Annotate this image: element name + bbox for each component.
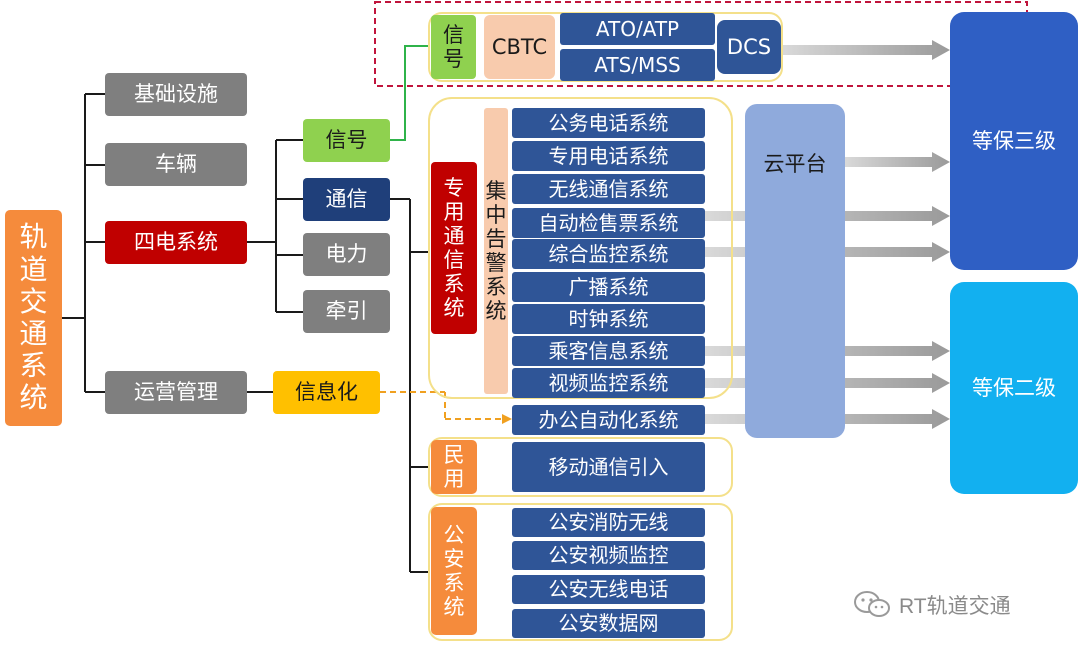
police-label-chars: 公安系统 [444,523,465,620]
police-label-char: 系 [443,571,465,595]
police-label-char: 安 [443,546,465,571]
dedicated-system-item: 无线通信系统 [512,174,705,204]
signal-label-char: 信 [443,22,464,47]
civil-label: 民用 [431,440,477,494]
dedicated-system-item: 综合监控系统 [512,239,705,269]
branch-infrastructure: 基础设施 [105,73,247,116]
police-label-char: 统 [443,595,465,620]
node-signal: 信号 [303,119,390,162]
security-level-3: 等保三级 [950,12,1078,270]
info-dashed-arrowhead [502,414,512,424]
central-alarm-label-char: 统 [485,299,507,324]
dedicated-comm-group [428,97,733,399]
police-label-char: 公 [443,522,465,547]
node-power: 电力 [303,233,390,276]
node-communication: 通信 [303,178,390,221]
wechat-icon [854,591,890,617]
node-traction: 牵引 [303,290,390,333]
dedicated-comm-label-char: 专 [443,175,465,200]
office-automation-system: 办公自动化系统 [512,405,705,435]
dedicated-comm-label-char: 系 [443,272,465,297]
central-alarm-label-char: 系 [485,275,507,300]
node-informatization: 信息化 [273,371,380,414]
dedicated-comm-label-char: 信 [443,248,465,272]
root-rail-transit-system: 轨道交通系统 [5,210,62,426]
dedicated-comm-label: 专用通信系统 [431,162,477,334]
dedicated-system-item: 广播系统 [512,272,705,302]
root-label-char: 系 [19,349,48,383]
ato-atp-box: ATO/ATP [560,13,715,45]
dedicated-comm-label-chars: 专用通信系统 [444,176,465,321]
watermark-text: RT轨道交通 [899,595,1011,618]
dcs-box: DCS [717,20,781,74]
dedicated-system-item: 乘客信息系统 [512,336,705,366]
root-label-char: 交 [19,284,48,318]
arrow-cloud-level3 [845,152,950,172]
root-tree-lines [62,93,430,573]
cbtc-box: CBTC [484,15,555,79]
signal-link-line [390,45,430,141]
arrow-dcs-level3 [782,40,950,60]
central-alarm-label-char: 中 [485,202,507,227]
branch-vehicle: 车辆 [105,143,247,186]
central-alarm-label-chars: 集中告警系统 [486,179,507,324]
mobile-comm-introduction: 移动通信引入 [512,442,705,492]
root-label-char: 道 [19,252,48,286]
root-label-char: 通 [19,317,48,350]
root-label: 轨道交通系统 [19,221,47,414]
security-level-2: 等保二级 [950,282,1078,494]
civil-group [428,437,733,497]
root-label-char: 轨 [19,220,48,254]
central-alarm-label-char: 告 [485,226,507,251]
central-alarm-label-char: 警 [485,251,507,275]
civil-label-char: 民 [443,442,465,467]
civil-label-char: 用 [443,467,465,491]
civil-label-chars: 民用 [444,443,465,491]
police-system-item: 公安无线电话 [512,575,705,604]
dedicated-comm-label-char: 统 [443,296,465,321]
police-system-item: 公安消防无线 [512,508,705,537]
dedicated-system-item: 视频监控系统 [512,368,705,398]
dedicated-system-item: 专用电话系统 [512,141,705,171]
signal-label-chars: 信号 [443,23,464,71]
police-system-item: 公安数据网 [512,609,705,638]
police-group [428,503,733,641]
dedicated-system-item: 公务电话系统 [512,108,705,138]
dedicated-comm-label-char: 用 [443,199,465,224]
dedicated-system-item: 自动检售票系统 [512,208,705,238]
dedicated-system-item: 时钟系统 [512,304,705,334]
central-alarm-system: 集中告警系统 [484,108,508,394]
police-label: 公安系统 [431,507,477,635]
signal-label-char: 号 [443,47,464,71]
central-alarm-label-char: 集 [485,178,507,203]
dedicated-comm-label-char: 通 [443,223,465,248]
signal-label: 信号 [431,15,476,79]
ats-mss-box: ATS/MSS [560,49,715,81]
branch-four-electric: 四电系统 [105,221,247,264]
cloud-platform: 云平台 [745,104,845,438]
police-system-item: 公安视频监控 [512,541,705,570]
root-label-char: 统 [19,381,48,415]
branch-operation: 运营管理 [105,371,247,414]
watermark: RT轨道交通 [853,590,1011,620]
